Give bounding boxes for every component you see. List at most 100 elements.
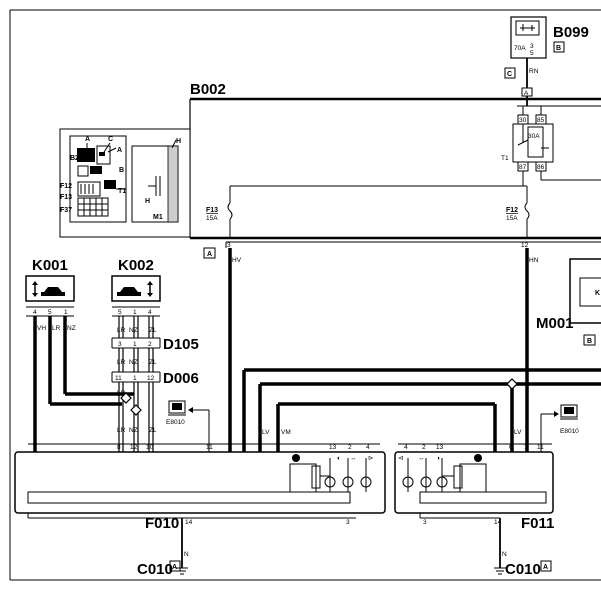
f011-pin-9: 9 <box>493 444 497 451</box>
f011-pin-6: 6 <box>509 444 513 451</box>
relay-pin-30: 30 <box>519 117 527 124</box>
f011-pin-13: 13 <box>436 444 444 451</box>
f010-pin-3: 3 <box>346 519 350 526</box>
k002-wire-nz: NZ <box>129 327 138 334</box>
f010-pin-9: 9 <box>276 444 280 451</box>
b099-box-b: B <box>556 45 561 52</box>
relay-pin-85: 85 <box>537 117 545 124</box>
k002-pin-4: 4 <box>148 309 152 316</box>
m001-box-b: B <box>587 338 592 345</box>
inset-m1: M1 <box>153 214 163 221</box>
f011-lamp-icon: ◑ <box>436 455 440 462</box>
f010-label: F010 <box>145 515 179 532</box>
b002-pin-3: 3 <box>227 242 231 249</box>
d006-f010-wires: LR LR NZ ZL <box>117 382 157 452</box>
b099-label: B099 <box>553 24 589 41</box>
wire-vm-label: VM <box>281 429 291 436</box>
wire-lv-f011: LV <box>514 429 522 436</box>
b099-pin: 3 <box>530 43 534 50</box>
f011-pin-1: 1 <box>524 444 528 451</box>
relay-rating: 30A <box>528 133 540 140</box>
b099-pin2: 5 <box>530 50 534 57</box>
inset-a2: A <box>117 147 122 154</box>
fuse-f13-name: F13 <box>206 207 218 214</box>
wire-hv-label: HV <box>232 257 242 264</box>
k001-wire-vh: VH <box>37 325 46 332</box>
inset-c: C <box>108 136 113 143</box>
d006-pin-11: 11 <box>115 375 122 382</box>
box-c: C <box>507 71 512 78</box>
d105-wire-nz: NZ <box>129 359 138 366</box>
box-a-b002: A <box>207 251 212 258</box>
wire-hn-label: HN <box>529 257 539 264</box>
m001-block: K M001 B <box>536 258 601 346</box>
inset-f13: F13 <box>60 194 72 201</box>
e8010-left-label: E8010 <box>166 419 185 426</box>
location-inset: A C B2 A B T1 F12 F13 F37 H H M1 <box>59 128 191 238</box>
d006-pin-1: 1 <box>133 375 137 382</box>
k001-wire-nz: NZ <box>67 325 76 332</box>
f010-ground-wire: N <box>184 551 189 558</box>
inset-h: H <box>176 138 181 145</box>
f010-wire-lr: LR <box>117 427 126 434</box>
d105-wire-zl: ZL <box>149 359 157 366</box>
k001-pin-4: 4 <box>33 309 37 316</box>
relay-pin-86: 86 <box>537 164 545 171</box>
inset-h2: H <box>145 198 150 205</box>
d105-label: D105 <box>163 336 199 353</box>
b099-block: 70A 3 5 B099 B <box>510 16 589 59</box>
svg-text:K: K <box>595 290 600 297</box>
inset-t1: T1 <box>118 188 126 195</box>
f010-pin-4: 4 <box>366 444 370 451</box>
f010-pin-8: 8 <box>117 444 121 451</box>
d006-pin-12: 12 <box>147 375 155 382</box>
d006-connector: 11 1 12 <box>111 371 161 383</box>
k002-block: 5 1 4 <box>111 275 161 317</box>
b002-conn-a: A <box>524 90 529 97</box>
f010-module: 7 8 12 10 11 1 5 6 9 13 2 4 ◐ ↔ ⊳ 14 3 <box>14 443 386 526</box>
inset-a: A <box>85 136 90 143</box>
k001-block: 4 5 1 <box>25 275 75 317</box>
b002-pin-12: 12 <box>521 242 529 249</box>
k002-pin-1: 1 <box>133 309 137 316</box>
inset-f12: F12 <box>60 183 72 190</box>
d105-wire-lr: LR <box>117 359 126 366</box>
k002-label: K002 <box>118 257 154 274</box>
d105-pin-3: 3 <box>118 341 122 348</box>
k002-wire-lr: LR <box>117 327 126 334</box>
inset-b: B <box>119 167 124 174</box>
d105-connector: 3 1 2 <box>111 337 161 349</box>
d105-pin-1: 1 <box>133 341 137 348</box>
f010-pin-2: 2 <box>348 444 352 451</box>
c010-label-left: C010 <box>137 561 173 578</box>
k002-wires: LR NZ ZL <box>117 316 157 338</box>
fuse-f13: F13 15A <box>206 186 233 238</box>
f010-pin-14: 14 <box>185 519 193 526</box>
f011-pin-4: 4 <box>404 444 408 451</box>
f010-pin-6: 6 <box>258 444 262 451</box>
f010-arrow-icon: ↔ <box>350 455 357 462</box>
relay-pin-87: 87 <box>519 164 527 171</box>
f011-pin-3: 3 <box>423 519 427 526</box>
k001-pin-5: 5 <box>48 309 52 316</box>
f010-ground: N C010 A <box>137 518 189 578</box>
wire-lv-label: LV <box>262 429 270 436</box>
f010-pin-11: 11 <box>206 444 213 451</box>
f010-pin-12: 12 <box>130 444 138 451</box>
d105-pin-2: 2 <box>148 341 152 348</box>
f010-pin-13: 13 <box>329 444 337 451</box>
inset-b2: B2 <box>70 155 79 162</box>
bus-wires: LV VM LV <box>242 368 601 452</box>
f011-pin-14: 14 <box>494 519 502 526</box>
relay-t1: 30 85 30A T1 87 86 <box>501 106 601 181</box>
f010-pin-7: 7 <box>33 444 37 451</box>
b099-wire-label: RN <box>529 68 539 75</box>
f011-arrow-icon: ↔ <box>418 455 425 462</box>
f011-ground: N C010 A <box>494 518 552 578</box>
e8010-left: E8010 <box>166 400 210 452</box>
fuse-f12-rating: 15A <box>506 215 518 222</box>
d105-d006-wires: LR NZ ZL <box>117 348 157 372</box>
d006-label: D006 <box>163 370 199 387</box>
f011-ground-wire: N <box>502 551 507 558</box>
